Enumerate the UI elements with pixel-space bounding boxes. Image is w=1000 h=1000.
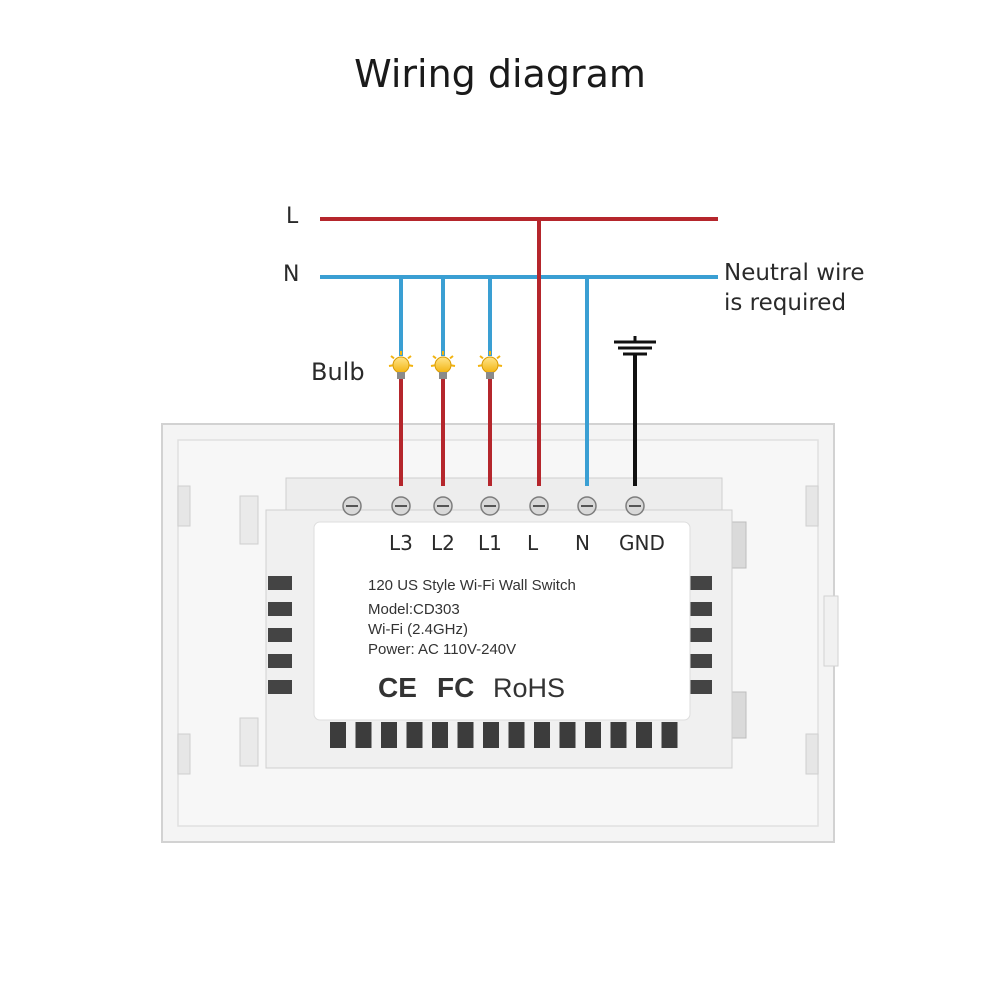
wires	[320, 217, 718, 486]
ce-mark: CE	[378, 672, 417, 703]
right-vent-slot	[690, 654, 712, 668]
fc-mark: FC	[437, 672, 474, 703]
neutral-wire-label: N	[283, 262, 300, 287]
bottom-vent-slot	[508, 722, 525, 748]
bottom-vent-slot	[330, 722, 346, 748]
bottom-vent-slot	[483, 722, 499, 748]
device-power: Power: AC 110V-240V	[368, 641, 516, 658]
right-vent-slot	[690, 602, 712, 616]
bottom-vent-slot	[381, 722, 397, 748]
terminal-screw-l1	[480, 496, 500, 516]
terminal-screw-l	[529, 496, 549, 516]
bottom-vent-slot	[585, 722, 601, 748]
neutral-note-line1: Neutral wire	[724, 260, 865, 286]
left-vent-slot	[268, 602, 292, 616]
terminal-label-gnd: GND	[619, 531, 665, 555]
neutral-note-line2: is required	[724, 290, 847, 316]
bulb-icon-1	[477, 351, 503, 379]
bottom-vent-slot	[610, 722, 627, 748]
device-wifi: Wi-Fi (2.4GHz)	[368, 621, 468, 638]
bottom-vent-slot	[661, 722, 678, 748]
bulb-label: Bulb	[311, 358, 365, 386]
terminal-screw-n	[577, 496, 597, 516]
bulb-icon-2	[430, 351, 456, 379]
left-vent-slot	[268, 680, 292, 694]
device-label-sticker	[313, 521, 691, 721]
terminal-label-l: L	[527, 531, 539, 555]
neutral-wire-note: Neutral wire is required	[724, 258, 865, 318]
terminal-labels: L3 L2 L1 L N GND	[389, 531, 665, 555]
bottom-vent-slot	[457, 722, 474, 748]
side-vents	[268, 576, 712, 694]
live-wire-label: L	[286, 204, 299, 229]
terminal-screw-spare	[342, 496, 362, 516]
terminal-label-l2: L2	[431, 531, 455, 555]
bottom-vent-slot	[432, 722, 448, 748]
rohs-mark: RoHS	[493, 673, 565, 703]
terminal-label-l3: L3	[389, 531, 413, 555]
bottom-vent-slot	[534, 722, 550, 748]
device-name: 120 US Style Wi-Fi Wall Switch	[368, 577, 576, 594]
right-vent-slot	[690, 576, 712, 590]
bottom-vent-slot	[636, 722, 652, 748]
terminal-label-l1: L1	[478, 531, 502, 555]
bottom-vent-slot	[355, 722, 372, 748]
terminal-label-n: N	[575, 531, 590, 555]
terminal-screw-l3	[391, 496, 411, 516]
device-model: Model:CD303	[368, 601, 460, 618]
certification-marks: CE FC RoHS	[378, 672, 565, 703]
right-vent-slot	[690, 628, 712, 642]
diagram-title: Wiring diagram	[354, 52, 646, 96]
bulb-icon-3	[388, 351, 414, 379]
right-vent-slot	[690, 680, 712, 694]
bottom-vent-slot	[406, 722, 423, 748]
left-vent-slot	[268, 628, 292, 642]
bulbs	[388, 351, 503, 379]
terminal-screw-gnd	[625, 496, 645, 516]
terminal-screw-l2	[433, 496, 453, 516]
left-vent-slot	[268, 654, 292, 668]
bottom-vents	[330, 722, 678, 748]
left-vent-slot	[268, 576, 292, 590]
bottom-vent-slot	[559, 722, 576, 748]
terminal-screws	[342, 496, 645, 516]
